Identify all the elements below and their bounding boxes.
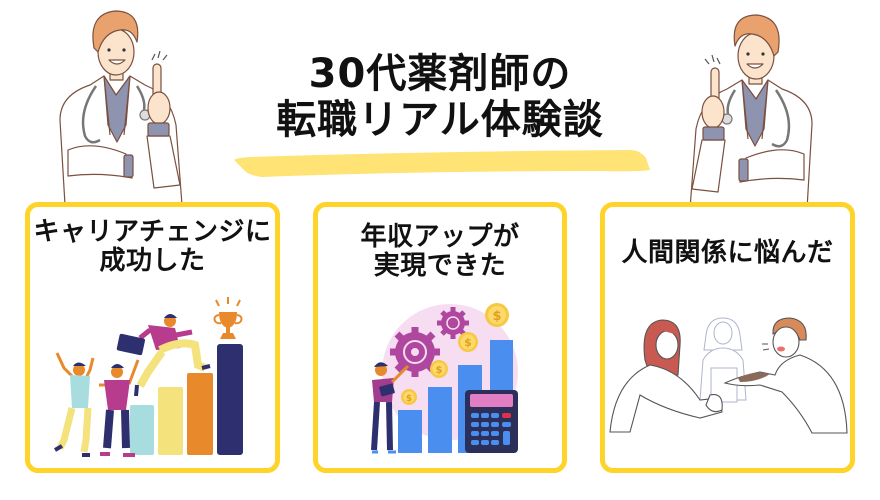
coin-symbol: $ (464, 336, 472, 349)
right-doctor-illustration (689, 14, 813, 210)
card-title-line-2: 実現できた (373, 251, 507, 281)
title-line-1: 30代薬剤師の (308, 51, 572, 97)
person-jumping (116, 314, 211, 397)
coin-symbol: $ (406, 394, 412, 404)
card-title: 年収アップが 実現できた (318, 223, 562, 281)
trophy-icon (213, 297, 243, 339)
angry-man-figure (723, 317, 848, 434)
doctor-figure (689, 14, 813, 210)
person-cheering (54, 352, 95, 457)
calculator-icon (465, 390, 518, 453)
page-title: 30代薬剤師の 転職リアル体験談 (0, 51, 880, 143)
gear-large-icon (390, 327, 440, 377)
card-title-line-1: 年収アップが (360, 222, 520, 252)
coin-symbol: $ (492, 309, 501, 324)
team-climbing-illustration (54, 297, 243, 457)
workplace-argument-illustration (609, 317, 848, 434)
card-title-line-2: 成功した (99, 246, 206, 276)
card-title-line-1: キャリアチェンジに (33, 217, 272, 247)
person-helping (99, 359, 140, 457)
coin-icons: $ $ $ $ (401, 303, 509, 405)
mediator-figure (699, 317, 747, 403)
doctor-figure (59, 10, 183, 206)
title-line-2: 転職リアル体験談 (276, 97, 604, 143)
left-doctor-illustration (59, 10, 183, 206)
briefcase-icon (116, 333, 146, 356)
bar-chart-icon (130, 344, 243, 455)
card-title-line-1: 人間関係に悩んだ (621, 238, 834, 268)
gear-small-icon (437, 307, 469, 339)
salary-growth-illustration: $ $ $ $ (371, 303, 518, 454)
card-title: キャリアチェンジに 成功した (30, 218, 275, 276)
card-title: 人間関係に悩んだ (605, 239, 850, 268)
angry-woman-figure (609, 319, 723, 433)
coin-symbol: $ (436, 365, 443, 376)
person-presenting (371, 362, 410, 454)
title-underline-brush (234, 150, 650, 177)
